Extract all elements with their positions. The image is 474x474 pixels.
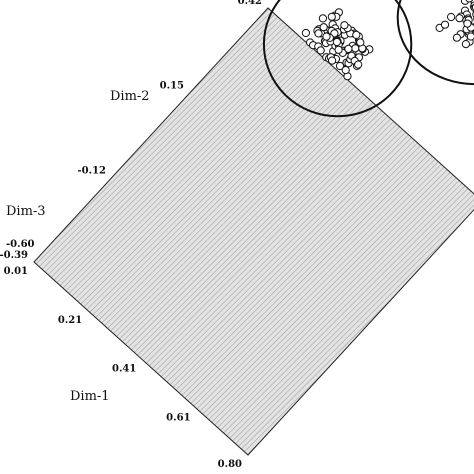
data-point [447, 12, 456, 22]
data-point [319, 23, 328, 32]
data-point [465, 0, 474, 3]
data-point [452, 33, 461, 42]
data-point [332, 37, 341, 47]
data-point [327, 12, 336, 21]
data-point [301, 28, 310, 38]
dim1-tick-label: 0.41 [112, 364, 136, 375]
dim1-tick-label: 0.21 [58, 315, 82, 326]
data-point [455, 14, 464, 23]
dim1-tick-label: 0.80 [218, 459, 242, 470]
data-point [461, 40, 470, 49]
group-ellipse [262, 0, 413, 118]
data-point [322, 32, 331, 41]
data-point [340, 21, 349, 30]
dim2-tick-label: -0.39 [0, 250, 28, 261]
data-point [341, 66, 350, 75]
data-point [440, 20, 450, 29]
data-point [344, 44, 353, 54]
data-point [314, 29, 323, 38]
data-point [316, 46, 325, 55]
data-point [334, 45, 343, 54]
data-point [351, 44, 360, 53]
axis-label-dim-3: Dim-3 [6, 204, 46, 219]
axis-label-dim-2: Dim-2 [110, 89, 150, 104]
data-point [352, 30, 361, 40]
data-point [318, 14, 327, 23]
group-ellipse [396, 0, 474, 86]
data-point [354, 60, 363, 69]
dim1-tick-label: 0.01 [4, 266, 28, 277]
dim2-tick-label: 0.42 [238, 0, 262, 7]
data-point [335, 61, 345, 71]
floor-plane [33, 7, 474, 456]
data-point [463, 19, 472, 28]
dim2-tick-label: -0.12 [77, 165, 106, 176]
data-point [466, 32, 474, 41]
dim2-tick-label: 0.15 [160, 81, 184, 92]
dim1-tick-label: 0.61 [166, 413, 190, 424]
data-point [356, 38, 365, 47]
data-point [328, 56, 337, 65]
dim3-tick-label: -0.60 [6, 239, 35, 250]
axis-label-dim-1: Dim-1 [70, 389, 110, 404]
